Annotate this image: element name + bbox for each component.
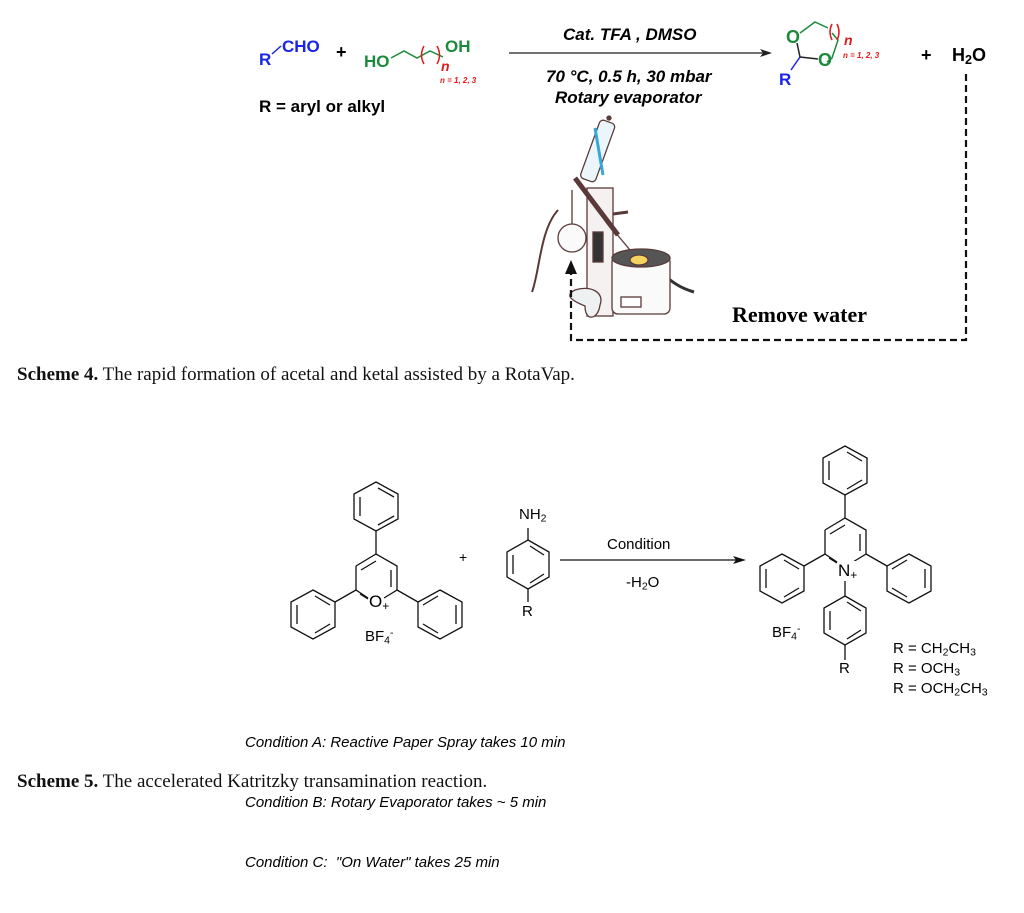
product-r: R xyxy=(779,70,792,89)
aniline-structure xyxy=(506,528,550,602)
aniline-r: R xyxy=(522,603,533,620)
pyrylium-oxygen: O+ xyxy=(369,592,390,613)
diol-n-values: n = 1, 2, 3 xyxy=(440,76,477,85)
r-option-3: R = OCH2CH3 xyxy=(893,680,988,699)
scheme-4-caption: Scheme 4. The rapid formation of acetal … xyxy=(17,364,575,385)
arrow-conditions-above: Cat. TFA , DMSO xyxy=(563,25,697,44)
diol-oh: OH xyxy=(445,37,471,56)
arrow-conditions-below-2: Rotary evaporator xyxy=(555,88,702,107)
product-n-values: n = 1, 2, 3 xyxy=(843,51,880,60)
r-option-2: R = OCH3 xyxy=(893,660,961,679)
diol-ho: HO xyxy=(364,52,390,71)
arrow-conditions-below-1: 70 °C, 0.5 h, 30 mbar xyxy=(546,67,712,86)
product-acetal-ring xyxy=(790,21,840,71)
condition-c: Condition C: "On Water" takes 25 min xyxy=(245,854,500,871)
arrow-condition-label: Condition xyxy=(607,536,671,553)
reactant-aldehyde-r: R xyxy=(259,50,272,69)
pyrylium-counterion: BF4- xyxy=(365,626,394,647)
product-o2: O xyxy=(818,50,833,70)
aniline-nh2: NH2 xyxy=(519,506,547,525)
rotary-evaporator-illustration xyxy=(531,115,695,318)
pyridinium-salt-structure xyxy=(759,445,932,660)
pyridinium-nitrogen: N+ xyxy=(838,561,858,582)
r-option-1: R = CH2CH3 xyxy=(893,640,976,659)
scheme-5-structures xyxy=(290,445,932,660)
remove-water-label: Remove water xyxy=(732,302,867,327)
product-o1: O xyxy=(786,27,801,47)
scheme-5-caption: Scheme 5. The accelerated Katritzky tran… xyxy=(17,771,488,792)
r-options-list: R = CH2CH3 R = OCH3 R = OCH2CH3 xyxy=(893,639,988,699)
plus-sign-1: + xyxy=(336,42,347,62)
arrow-water-loss: -H2O xyxy=(626,574,660,593)
remove-water-loop xyxy=(565,74,968,342)
diol-n: n xyxy=(441,58,450,74)
product-n: n xyxy=(844,32,853,48)
reactant-aldehyde-cho: CHO xyxy=(282,37,320,56)
condition-a: Condition A: Reactive Paper Spray takes … xyxy=(245,734,566,751)
plus-sign-2: + xyxy=(921,45,932,65)
pyridinium-r: R xyxy=(839,660,850,677)
pyrylium-salt-structure xyxy=(290,481,463,640)
pyridinium-counterion: BF4- xyxy=(772,622,801,643)
plus-sign-3: + xyxy=(459,549,468,565)
condition-b: Condition B: Rotary Evaporator takes ~ 5… xyxy=(245,794,547,811)
r-definition: R = aryl or alkyl xyxy=(259,97,386,116)
diol-chain xyxy=(390,45,444,65)
loop-arrowhead-icon xyxy=(565,260,577,274)
water-product: H2O xyxy=(952,45,987,68)
reaction-arrow-4 xyxy=(509,49,772,57)
conditions-list: Condition A: Reactive Paper Spray takes … xyxy=(245,693,565,913)
aldehyde-bond xyxy=(271,45,282,55)
reaction-arrowhead-icon xyxy=(733,556,746,564)
